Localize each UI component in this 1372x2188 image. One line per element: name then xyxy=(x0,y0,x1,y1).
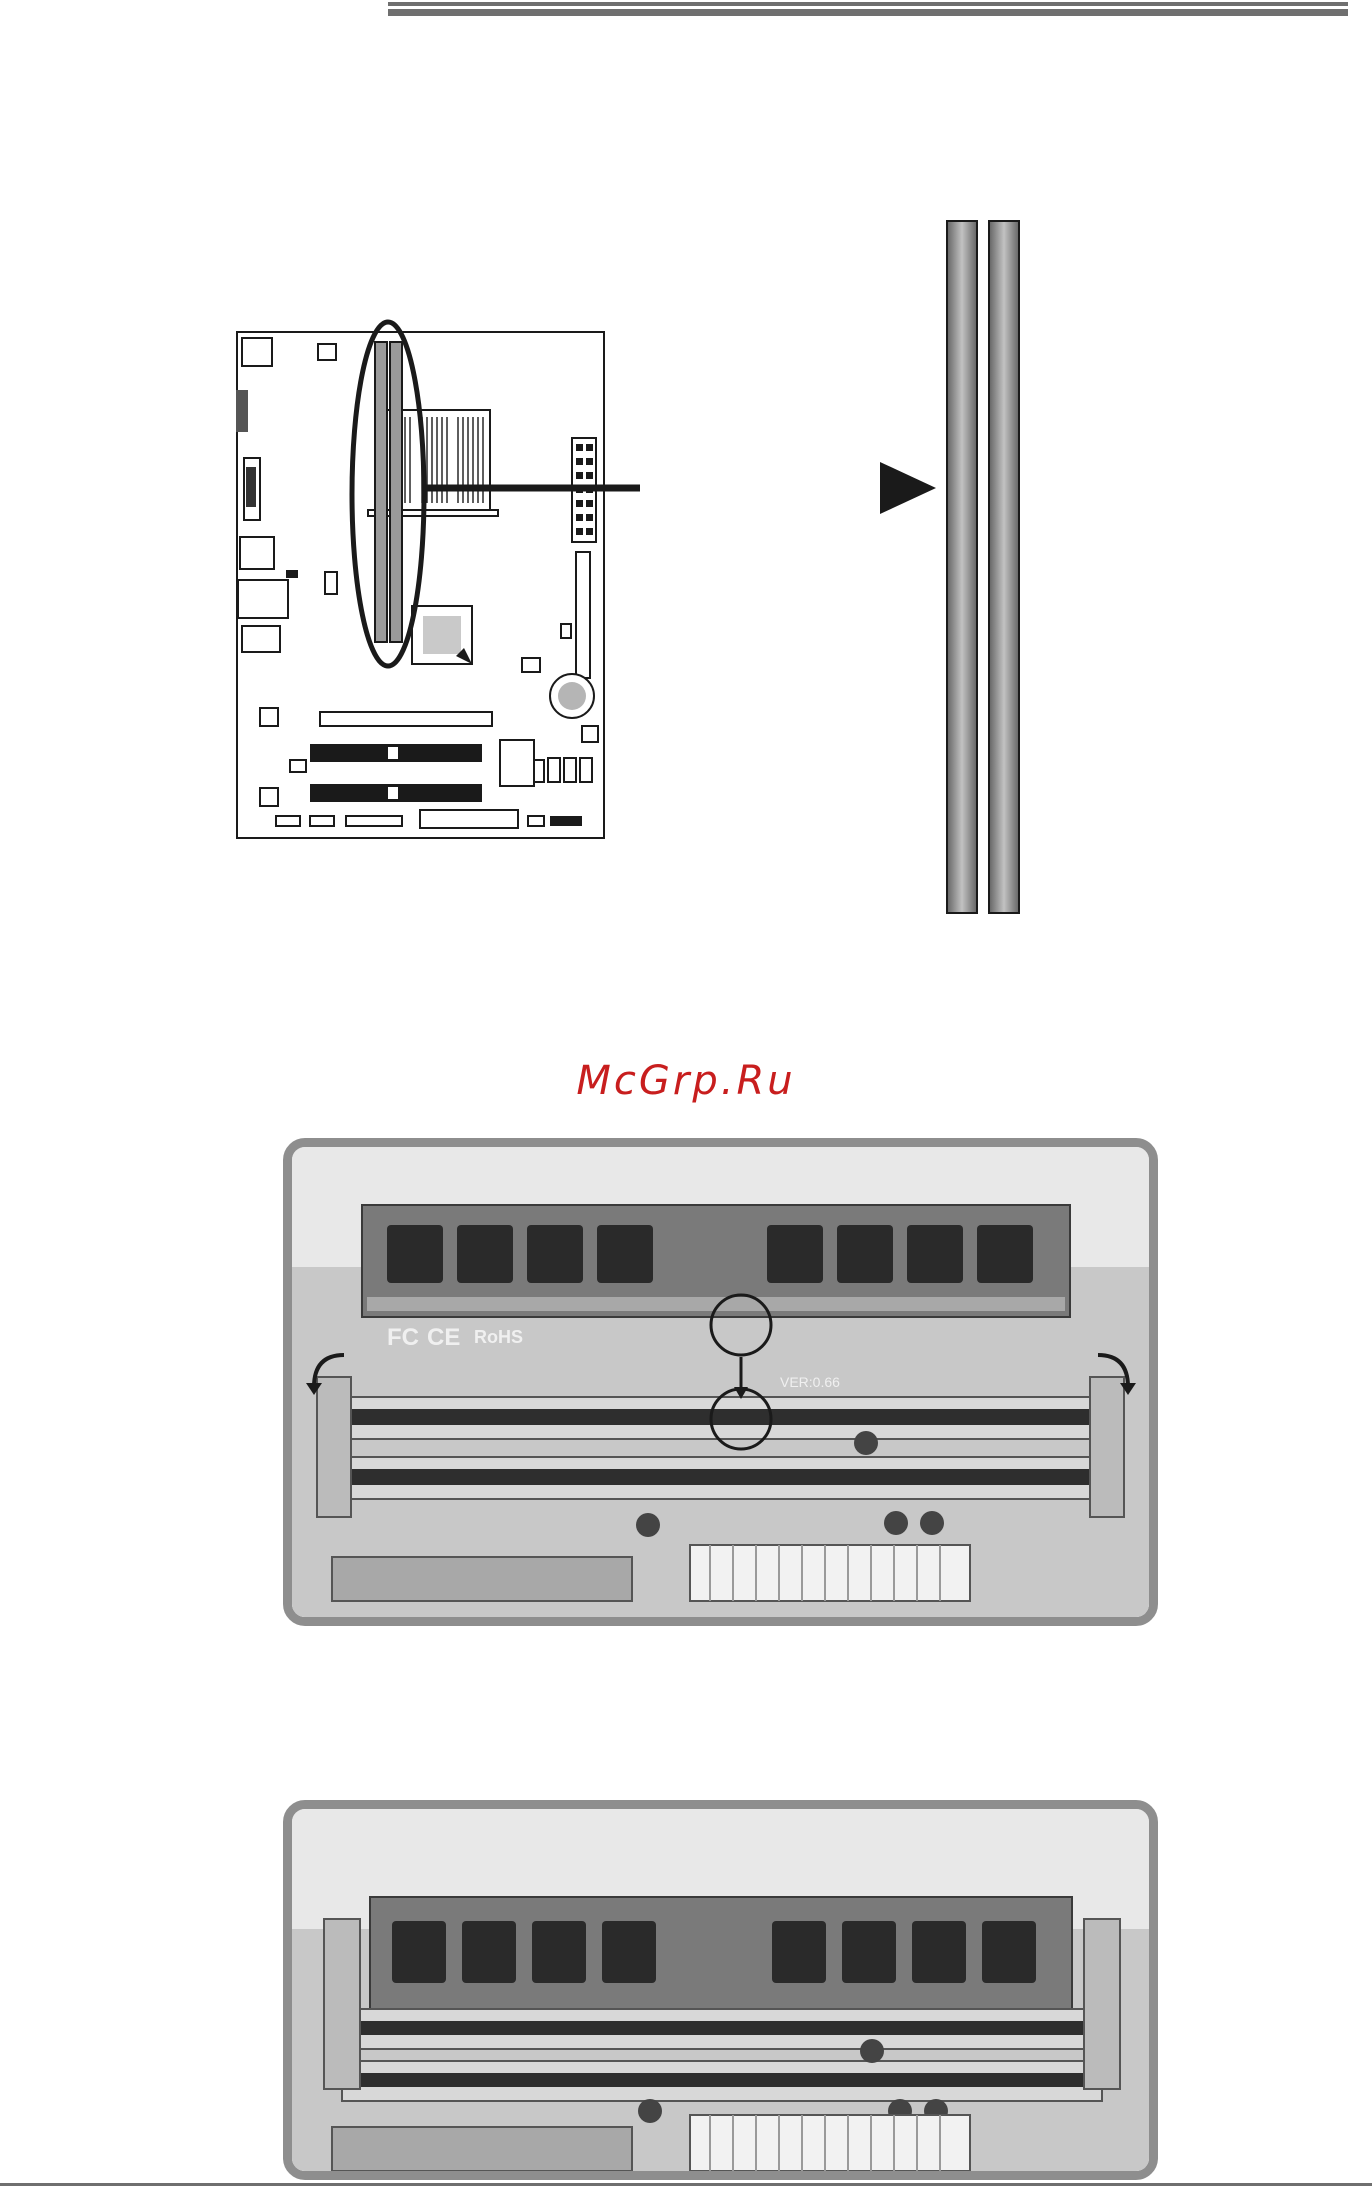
rear-io-port xyxy=(242,626,280,652)
capacitor xyxy=(860,2039,884,2063)
memory-install-photo-2 xyxy=(283,1800,1158,2180)
cmos-battery-inner xyxy=(558,682,586,710)
motherboard-layout-diagram xyxy=(230,212,650,862)
capacitor xyxy=(920,1511,944,1535)
floppy-connector xyxy=(420,810,518,828)
rear-io-port xyxy=(242,338,272,366)
memory-install-photo-1: FC CE RoHS VER:0.66 xyxy=(283,1138,1158,1626)
ide-connector xyxy=(332,1557,632,1601)
header xyxy=(582,726,598,742)
bottom-header xyxy=(276,816,300,826)
sata-port xyxy=(564,758,576,782)
audio-chip xyxy=(260,788,278,806)
watermark: McGrp.Ru xyxy=(0,1058,1372,1104)
dimm-slots-enlarged xyxy=(946,220,1032,916)
sata-port xyxy=(548,758,560,782)
bottom-header xyxy=(550,816,582,826)
slot-latch-left-closed xyxy=(324,1919,360,2089)
fan-header xyxy=(318,344,336,360)
dimm-slot-2-enlarged xyxy=(988,220,1020,914)
rohs-mark: RoHS xyxy=(474,1327,523,1347)
jumper xyxy=(286,570,298,578)
rear-io-port xyxy=(238,580,288,618)
pci-express-x1-slot xyxy=(320,712,492,726)
ce-mark: CE xyxy=(427,1324,460,1351)
version-mark: VER:0.66 xyxy=(780,1374,840,1390)
rear-io-port xyxy=(246,467,256,507)
ide-connector xyxy=(332,2127,632,2171)
rear-io-port xyxy=(240,537,274,569)
capacitor xyxy=(884,1511,908,1535)
header-rule xyxy=(388,0,1348,18)
io-chip xyxy=(500,740,534,786)
slot-latch-right xyxy=(1090,1377,1124,1517)
pci-slot-key xyxy=(388,787,398,799)
dimm-slot-2 xyxy=(390,342,402,642)
slot-latch-right-closed xyxy=(1084,1919,1120,2089)
rear-io-port xyxy=(236,390,248,432)
header xyxy=(561,624,571,638)
pci-express-x16-key xyxy=(388,747,398,759)
dimm-slot-1 xyxy=(375,342,387,642)
sata-port xyxy=(534,760,544,782)
header xyxy=(522,658,540,672)
pointer-arrow-head xyxy=(880,462,940,514)
fcc-mark: FC xyxy=(387,1324,419,1351)
bottom-header xyxy=(528,816,544,826)
capacitor xyxy=(854,1431,878,1455)
header xyxy=(325,572,337,594)
capacitor xyxy=(638,2099,662,2123)
bottom-header xyxy=(310,816,334,826)
chipset-die xyxy=(423,616,461,654)
dimm-slot-1-enlarged xyxy=(946,220,978,914)
bottom-header xyxy=(346,816,402,826)
ide-connector xyxy=(576,552,590,678)
sata-port xyxy=(580,758,592,782)
footer-rule xyxy=(0,2183,1372,2186)
header xyxy=(290,760,306,772)
capacitor xyxy=(636,1513,660,1537)
audio-chip xyxy=(260,708,278,726)
slot-latch-left xyxy=(317,1377,351,1517)
